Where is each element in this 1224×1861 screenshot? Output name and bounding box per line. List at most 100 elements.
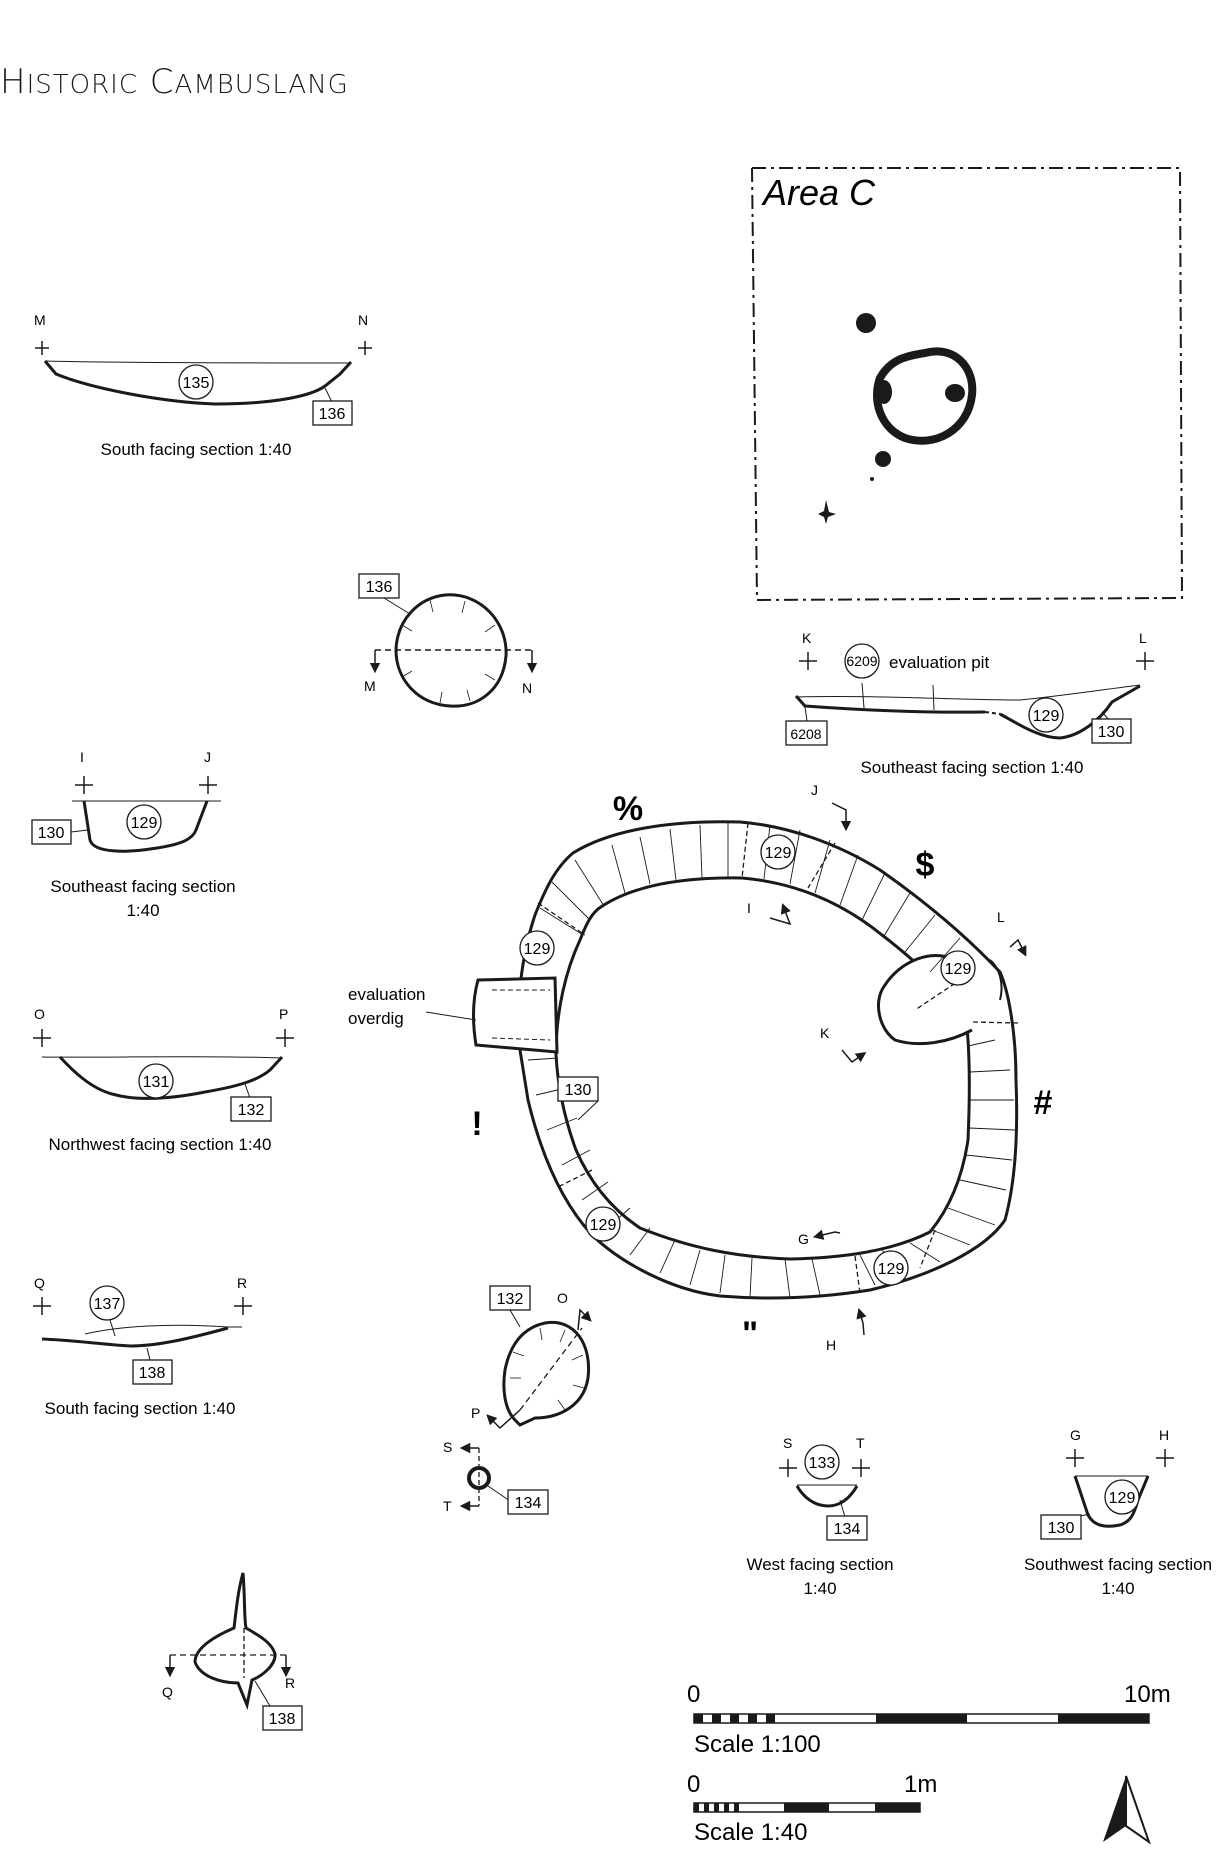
section-i-j-fill-label: 129	[131, 815, 158, 832]
section-p-label: P	[279, 1006, 288, 1022]
map-ring-terminal	[945, 384, 965, 402]
plan-132-o-label: O	[557, 1290, 568, 1306]
section-r-label: R	[237, 1275, 247, 1291]
section-s-t-caption: West facing section	[746, 1555, 893, 1574]
section-s-t-fill-label: 133	[809, 1455, 836, 1472]
ring-marker-h: H	[826, 1337, 836, 1353]
scale-100-label: Scale 1:100	[694, 1731, 821, 1758]
ring-fill-label-east: 129	[945, 961, 972, 978]
section-h-label: H	[1159, 1427, 1169, 1443]
ring-fill-label-north: 129	[765, 845, 792, 862]
overdig-label-line1: evaluation	[348, 985, 426, 1004]
plan-132: O P 132	[471, 1285, 592, 1430]
scale-100-zero: 0	[687, 1681, 700, 1708]
ring-section-markers	[769, 802, 1027, 1336]
ring-fill-label-south: 129	[878, 1261, 905, 1278]
header-ambuslang: AMBUSLANG	[174, 70, 349, 100]
page-header: HISTORIC CAMBUSLANG	[0, 62, 349, 102]
ring-cut-label: 130	[565, 1082, 592, 1099]
overdig-label-line2: overdig	[348, 1009, 404, 1028]
feature-symbol-percent: %	[613, 790, 643, 828]
section-o-p: O P 131 132 Northwest facing section 1:4…	[33, 1006, 294, 1154]
section-k-l-cut-label: 130	[1098, 724, 1125, 741]
area-c-title: Area C	[761, 172, 876, 213]
scale-40-label: Scale 1:40	[694, 1819, 807, 1846]
section-k-l: K L 6209 evaluation pit 6208 129 130 Sou…	[785, 630, 1154, 777]
section-o-p-caption: Northwest facing section 1:40	[48, 1135, 271, 1154]
area-c-boundary	[750, 167, 1184, 602]
section-t-label: T	[856, 1435, 865, 1451]
section-k-label: K	[802, 630, 812, 646]
feature-symbol-quote: "	[742, 1315, 758, 1353]
section-q-r-cut-label: 138	[139, 1365, 166, 1382]
section-i-label: I	[80, 749, 84, 765]
plan-134-s-label: S	[443, 1439, 452, 1455]
section-g-h-fill-label: 129	[1109, 1490, 1136, 1507]
area-c-map: Area C	[750, 167, 1184, 602]
section-i-j-caption: Southeast facing section	[50, 877, 235, 896]
section-s-t-cut-label: 134	[834, 1521, 861, 1538]
ring-marker-g: G	[798, 1231, 809, 1247]
ring-inner-edge	[554, 876, 971, 1261]
ring-fill-label-southwest: 129	[590, 1217, 617, 1234]
plan-134-cut-label: 134	[515, 1495, 542, 1512]
section-n-label: N	[358, 312, 368, 328]
ring-hachures	[527, 823, 1016, 1299]
scale-bar-100: 0 10m Scale 1:100	[687, 1681, 1171, 1758]
map-pit-southwest	[818, 500, 836, 524]
section-i-j-cut-label: 130	[38, 825, 65, 842]
feature-symbol-hash: #	[1034, 1084, 1053, 1122]
plan-132-p-label: P	[471, 1405, 480, 1421]
map-ring-ditch	[873, 347, 977, 445]
section-k-l-fill-label: 129	[1033, 708, 1060, 725]
section-k-l-eval-fill-label: 6209	[846, 653, 877, 669]
ring-marker-k: K	[820, 1025, 830, 1041]
section-m-n-caption: South facing section 1:40	[101, 440, 292, 459]
plan-134: S T 134	[443, 1439, 549, 1515]
section-s-t: S T 133 134 West facing section 1:40	[746, 1435, 893, 1598]
ring-marker-i: I	[747, 900, 751, 916]
section-o-p-fill-label: 131	[143, 1074, 170, 1091]
fill-135-label: 135	[183, 375, 210, 392]
plan-136-m-label: M	[364, 678, 376, 694]
section-g-h-caption: Southwest facing section	[1024, 1555, 1212, 1574]
feature-symbol-exclamation: !	[471, 1105, 482, 1143]
plan-138: Q R 138	[162, 1572, 303, 1731]
section-s-t-scale: 1:40	[803, 1579, 836, 1598]
scale-bar-40: 0 1m Scale 1:40	[687, 1771, 937, 1846]
plan-136-n-label: N	[522, 680, 532, 696]
section-j-label: J	[204, 749, 211, 765]
ring-fill-label-west: 129	[524, 941, 551, 958]
section-o-p-cut-label: 132	[238, 1102, 265, 1119]
plan-138-q-label: Q	[162, 1684, 173, 1700]
section-k-l-caption: Southeast facing section 1:40	[860, 758, 1083, 777]
plan-132-cut-label: 132	[497, 1291, 524, 1308]
north-arrow-icon	[1103, 1775, 1151, 1845]
header-istoric: ISTORIC	[26, 70, 138, 100]
section-l-label: L	[1139, 630, 1147, 646]
section-o-label: O	[34, 1006, 45, 1022]
evaluation-overdig	[472, 976, 559, 1054]
map-posthole	[870, 477, 874, 481]
section-m-label: M	[34, 312, 46, 328]
map-pit-south	[875, 451, 891, 467]
section-g-h-cut-label: 130	[1048, 1520, 1075, 1537]
section-i-j: I J 129 130 Southeast facing section 1:4…	[31, 749, 236, 920]
scale-40-end: 1m	[904, 1771, 937, 1798]
map-pit-north	[856, 313, 876, 333]
ring-fill-labels: 129 129 129 129 129	[519, 834, 976, 1286]
header-h: H	[0, 62, 27, 102]
section-q-label: Q	[34, 1275, 45, 1291]
ring-ditch-plan: 129 129 129 129 129 130 evaluation overd…	[348, 782, 1053, 1353]
plan-136-cut-label: 136	[366, 579, 393, 596]
section-q-r-fill-label: 137	[94, 1296, 121, 1313]
section-q-r: Q R 137 138 South facing section 1:40	[33, 1275, 252, 1418]
ring-marker-l: L	[997, 909, 1005, 925]
plan-138-cut-label: 138	[269, 1711, 296, 1728]
header-c: C	[149, 62, 175, 102]
section-s-label: S	[783, 1435, 792, 1451]
section-m-n: M N 135 136 South facing section 1:40	[34, 312, 372, 459]
section-i-j-scale: 1:40	[126, 901, 159, 920]
